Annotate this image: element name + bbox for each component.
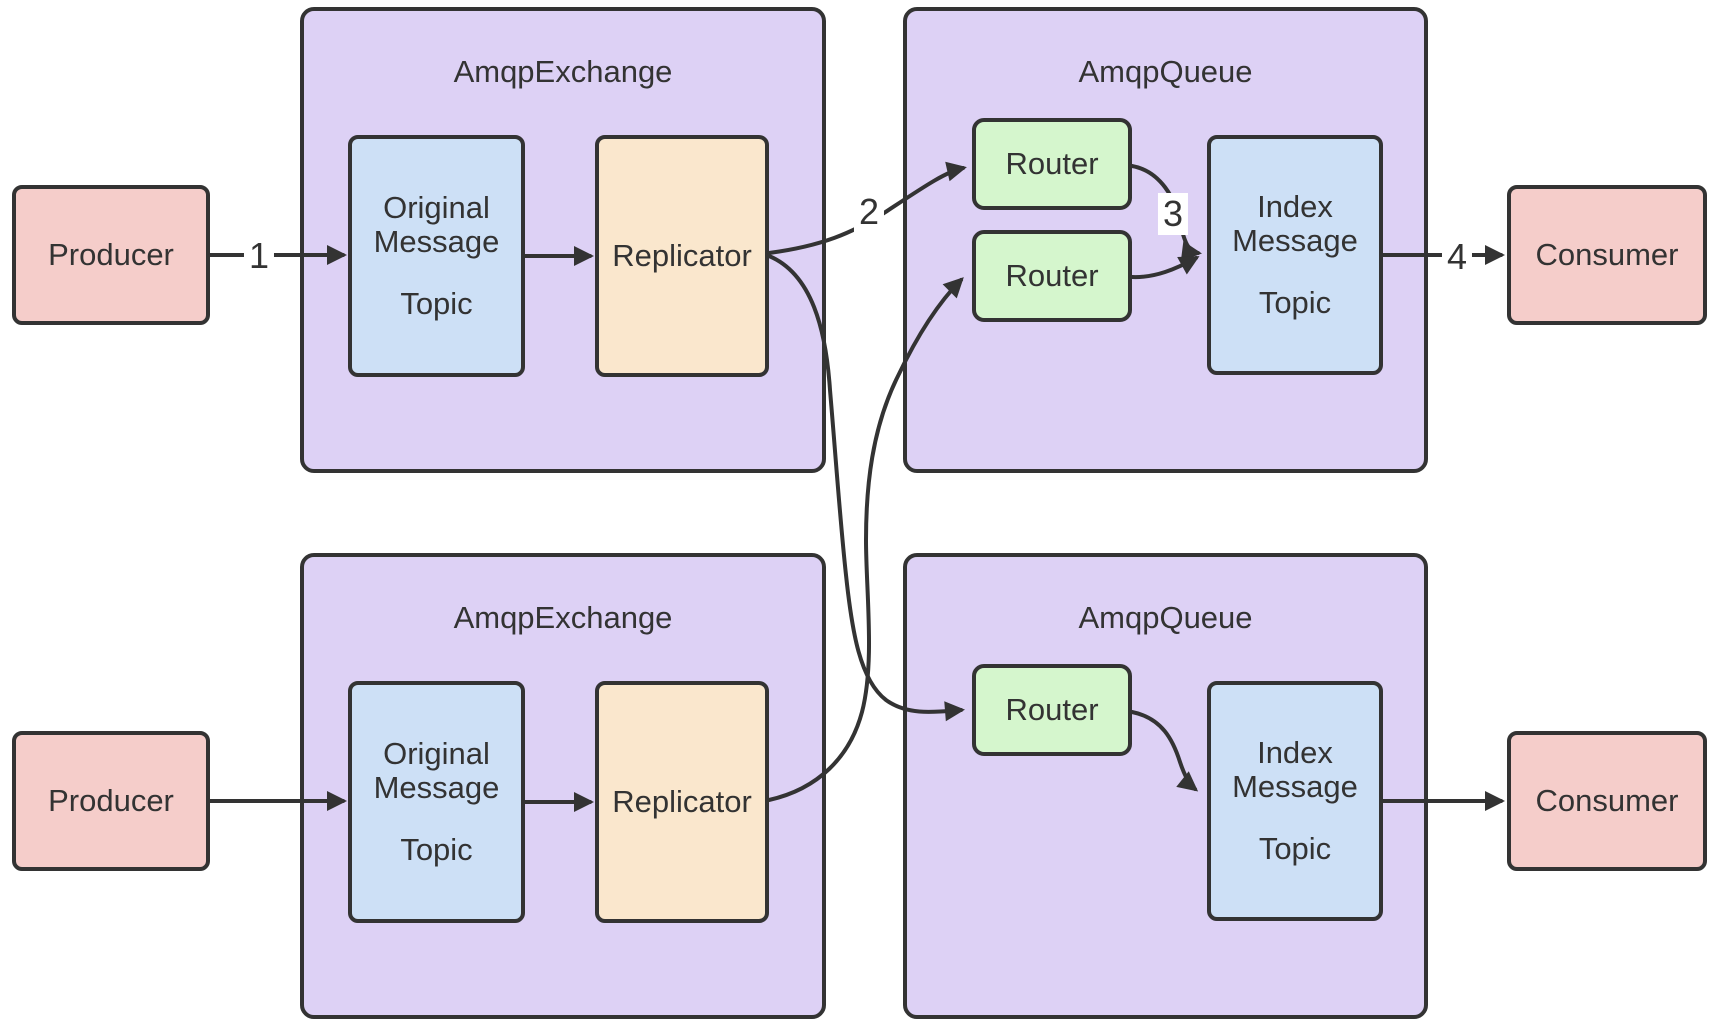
label-line: Message xyxy=(1232,769,1358,804)
original-message-topic-node-bottom: Original Message Topic xyxy=(348,681,525,923)
label-line: Index xyxy=(1257,189,1333,224)
router-label: Router xyxy=(1005,692,1099,727)
edge-label-step-4: 4 xyxy=(1441,236,1473,278)
router-node-top-a: Router xyxy=(972,118,1132,210)
original-message-topic-node-top: Original Message Topic xyxy=(348,135,525,377)
edge-label-step-1: 1 xyxy=(243,235,275,277)
router-label: Router xyxy=(1005,146,1099,181)
label-line: Index xyxy=(1257,735,1333,770)
consumer-node-bottom: Consumer xyxy=(1507,731,1707,871)
replicator-label: Replicator xyxy=(612,784,752,819)
label-line: Original xyxy=(383,736,490,771)
index-message-topic-node-bottom: Index Message Topic xyxy=(1207,681,1383,921)
label-line: Message xyxy=(373,770,500,805)
router-node-bottom: Router xyxy=(972,664,1132,756)
amqp-queue-title: AmqpQueue xyxy=(1078,600,1253,635)
label-line: Message xyxy=(1232,223,1358,258)
producer-label: Producer xyxy=(48,783,174,818)
index-message-topic-node-top: Index Message Topic xyxy=(1207,135,1383,375)
replicator-node-bottom: Replicator xyxy=(595,681,769,923)
router-node-top-b: Router xyxy=(972,230,1132,322)
replicator-label: Replicator xyxy=(612,238,752,273)
label-line: Topic xyxy=(1258,285,1332,320)
label-line: Topic xyxy=(400,832,473,867)
replicator-node-top: Replicator xyxy=(595,135,769,377)
router-label: Router xyxy=(1005,258,1099,293)
amqp-exchange-title: AmqpExchange xyxy=(453,54,673,89)
label-line: Topic xyxy=(1258,831,1332,866)
amqp-queue-title: AmqpQueue xyxy=(1078,54,1253,89)
producer-node-bottom: Producer xyxy=(12,731,210,871)
producer-node-top: Producer xyxy=(12,185,210,325)
producer-label: Producer xyxy=(48,237,174,272)
edge-label-step-2: 2 xyxy=(853,191,885,233)
label-line: Message xyxy=(373,224,500,259)
consumer-node-top: Consumer xyxy=(1507,185,1707,325)
edge-label-step-3: 3 xyxy=(1157,193,1189,235)
consumer-label: Consumer xyxy=(1535,237,1679,272)
consumer-label: Consumer xyxy=(1535,783,1679,818)
amqp-exchange-title: AmqpExchange xyxy=(453,600,673,635)
label-line: Original xyxy=(383,190,490,225)
label-line: Topic xyxy=(400,286,473,321)
